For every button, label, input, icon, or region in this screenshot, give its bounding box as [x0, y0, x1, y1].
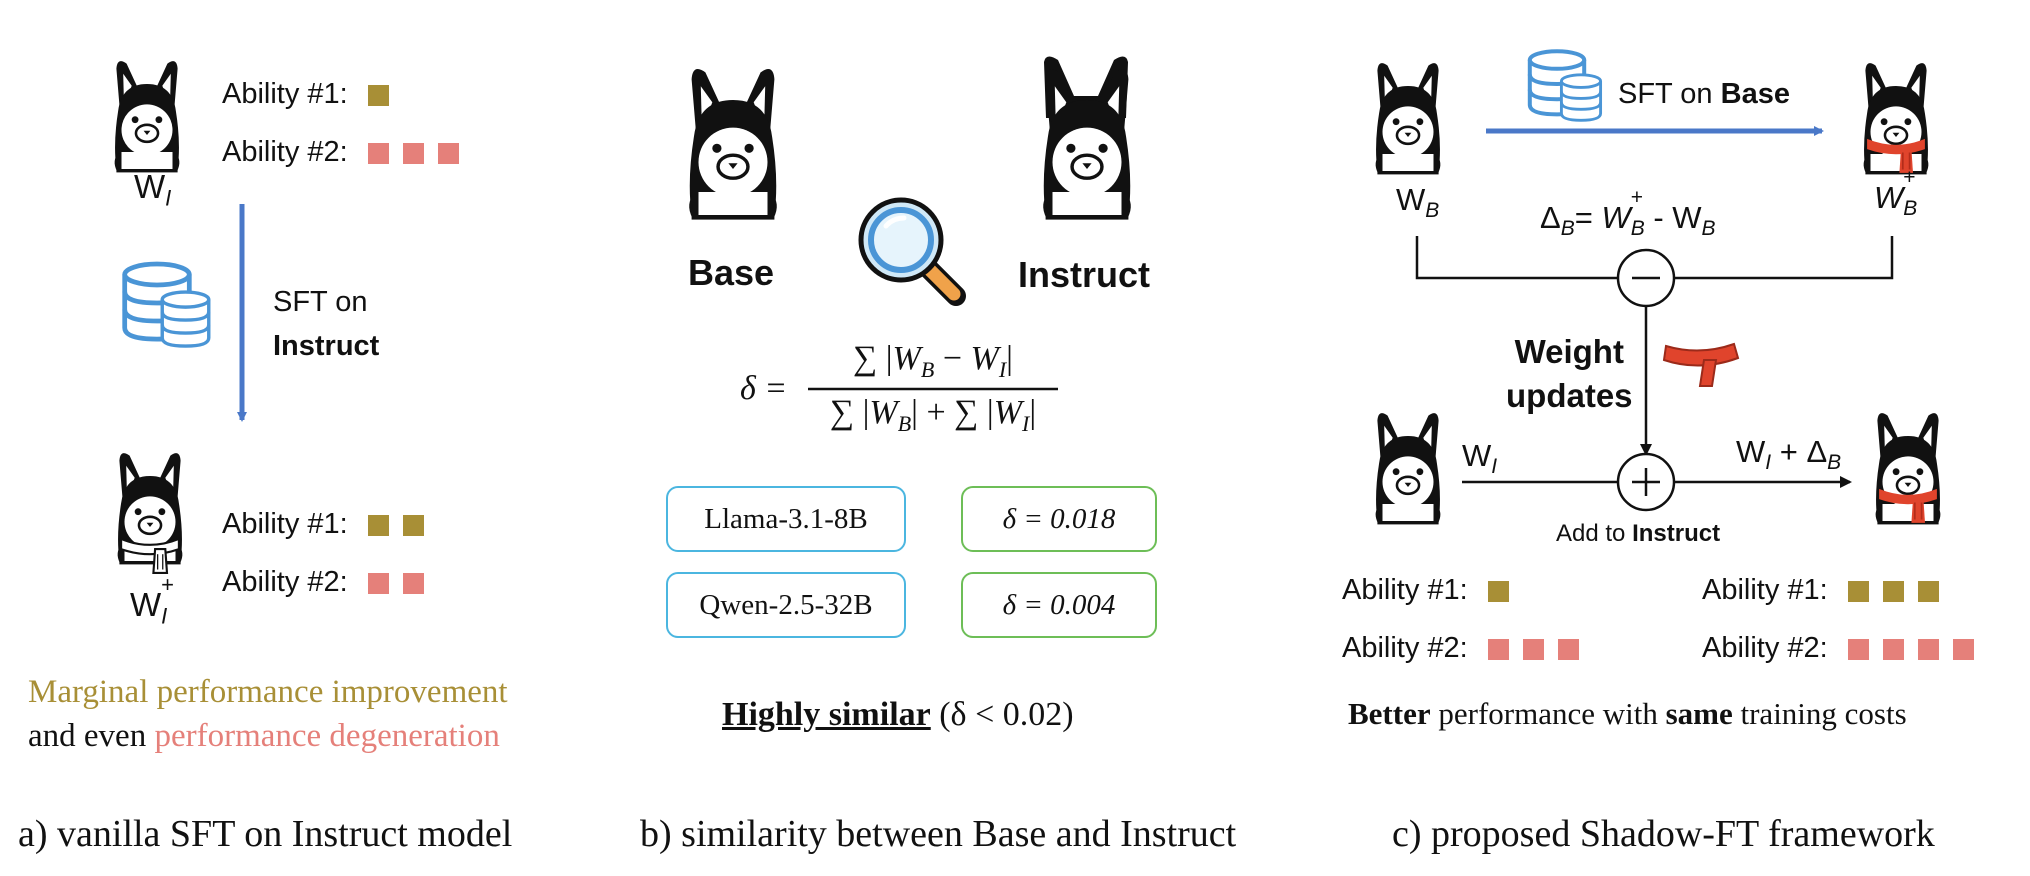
base-llama-icon — [688, 67, 778, 222]
instruct-label: Instruct — [1018, 254, 1151, 295]
wi-plus-delta-label: WI + ΔB — [1736, 434, 1842, 475]
ability-square — [1847, 580, 1869, 602]
caption-a: a) vanilla SFT on Instruct model — [18, 813, 513, 855]
panel-c-right-ability2: Ability #2: — [1702, 632, 1988, 665]
marginal-improvement-text: Marginal performance improvement — [28, 674, 508, 710]
scarf-icon — [1662, 342, 1740, 387]
llama-icon — [113, 59, 181, 174]
ability-square — [367, 572, 389, 594]
panel-a-result: Marginal performance improvement and eve… — [28, 670, 508, 758]
delta-b-formula: ΔB= W+B - WB — [1540, 186, 1716, 241]
weight-updates-label: Weight updates — [1506, 333, 1633, 414]
w-instruct-label: WI — [134, 168, 172, 211]
formula-denominator: ∑ |WB| + ∑ |WI| — [829, 394, 1037, 436]
panel-a-after-ability1: Ability #1: — [222, 508, 438, 541]
ability-square — [367, 84, 389, 106]
model-name-box: Llama-3.1-8B — [666, 486, 906, 552]
ability-square — [1917, 580, 1939, 602]
addition-connector — [1462, 452, 1852, 512]
panel-c-left-ability1: Ability #1: — [1342, 574, 1523, 607]
w-instruct-plus-label: W+I — [130, 572, 175, 629]
instruct-llama-icon — [1042, 56, 1132, 222]
sft-on-instruct-label: SFT on Instruct — [273, 286, 380, 362]
ability-square — [1952, 638, 1974, 660]
ability-square — [1487, 580, 1509, 602]
ability-square — [1847, 638, 1869, 660]
wb-plus-label: W+B — [1874, 166, 1918, 221]
add-to-instruct-label: Add to Instruct — [1556, 520, 1721, 547]
delta-value-box: δ = 0.004 — [961, 572, 1157, 638]
ability1-label: Ability #1: — [222, 508, 348, 540]
ability-square — [1917, 638, 1939, 660]
panel-c-right-ability1: Ability #1: — [1702, 574, 1953, 607]
degeneration-text: performance degeneration — [154, 718, 500, 754]
delta-value-box: δ = 0.018 — [961, 486, 1157, 552]
panel-a-before-ability2: Ability #2: — [222, 136, 473, 169]
ability-square — [367, 514, 389, 536]
panel-a-after-ability2: Ability #2: — [222, 566, 438, 599]
ability-square — [437, 142, 459, 164]
llama-scarf-icon — [116, 451, 184, 574]
ability-square — [1882, 638, 1904, 660]
base-llama-icon-c — [1374, 61, 1442, 176]
database-icon — [125, 264, 209, 346]
panel-c-conclusion: Better performance with same training co… — [1348, 696, 1907, 731]
ability-square — [1557, 638, 1579, 660]
ability1-label: Ability #1: — [222, 78, 348, 110]
ability-square — [1487, 638, 1509, 660]
formula-numerator: ∑ |WB − WI| — [853, 340, 1013, 382]
ability-square — [367, 142, 389, 164]
instruct-llama-icon-c — [1374, 411, 1442, 526]
panel-b-conclusion: Highly similar (δ < 0.02) — [722, 696, 1074, 733]
ability-square — [1522, 638, 1544, 660]
ability-square — [1882, 580, 1904, 602]
shadow-ft-llama-icon — [1874, 411, 1942, 526]
ability-square — [402, 572, 424, 594]
caption-b: b) similarity between Base and Instruct — [640, 813, 1237, 855]
wb-label: WB — [1396, 182, 1440, 223]
database-icon-c — [1530, 51, 1601, 120]
tuned-base-llama-icon — [1862, 61, 1930, 176]
base-label: Base — [688, 252, 775, 293]
panel-a-before-ability1: Ability #1: — [222, 78, 403, 111]
model-name-box: Qwen-2.5-32B — [666, 572, 906, 638]
ability-square — [402, 142, 424, 164]
ability2-label: Ability #2: — [222, 566, 348, 598]
wi-label: WI — [1462, 438, 1498, 479]
formula-lhs: δ = — [740, 370, 788, 407]
sft-on-base-label: SFT on Base — [1618, 78, 1790, 110]
magnifier-icon — [858, 197, 966, 306]
ability-square — [402, 514, 424, 536]
ability2-label: Ability #2: — [222, 136, 348, 168]
caption-c: c) proposed Shadow-FT framework — [1392, 813, 1935, 855]
difference-connector — [1415, 236, 1894, 308]
panel-c-left-ability2: Ability #2: — [1342, 632, 1593, 665]
